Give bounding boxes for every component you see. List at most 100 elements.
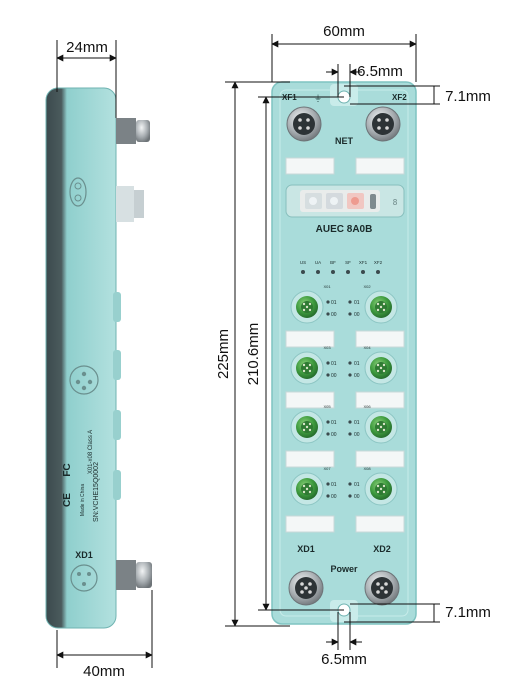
side-port-label: XD1 (75, 550, 93, 560)
io-port-x08: X08 01 00 (348, 466, 398, 506)
dim-top-hole-offset: 6.5mm (357, 63, 403, 80)
side-serial-number: SN:VCHE15Q0002 (93, 462, 100, 522)
channel-led (326, 373, 330, 377)
dim-bottom-edge-offset: 7.1mm (445, 604, 491, 621)
channel-led (326, 482, 330, 486)
rotary-display: 8 (285, 184, 405, 218)
channel-led (348, 420, 352, 424)
channel-pin-b-label: 00 (354, 494, 360, 500)
led-label-xf2: XF2 (374, 260, 383, 265)
label-xd1: XD1 (297, 544, 315, 554)
dim-side-depth-top: 24mm (66, 39, 108, 56)
label-xd2: XD2 (373, 544, 391, 554)
model-label: AUEC 8A0B (316, 224, 373, 235)
led-us (301, 270, 305, 274)
io-port-label: X07 (323, 466, 331, 471)
io-port-label: X08 (363, 466, 371, 471)
channel-led (326, 300, 330, 304)
led-label-bf: BF (330, 260, 336, 265)
io-port-label: X04 (363, 345, 371, 350)
io-port-x06: X06 01 00 (348, 404, 398, 444)
channel-pin-a-label: 01 (354, 482, 360, 488)
led-ua (316, 270, 320, 274)
io-port-label: X01 (323, 284, 331, 289)
io-port-x02: X02 01 00 (348, 284, 398, 324)
status-led-row: US UA BF SF XF1 XF2 (300, 260, 383, 274)
side-fc-mark: FC (62, 463, 73, 476)
label-net: NET (335, 136, 354, 146)
side-made-in: Made in China (80, 484, 86, 516)
label-plates-bottom (285, 515, 405, 533)
channel-led (348, 300, 352, 304)
led-label-xf1: XF1 (359, 260, 368, 265)
channel-led (348, 312, 352, 316)
bottom-mounting-hole (330, 600, 358, 622)
led-sf (346, 270, 350, 274)
side-bottom-connector (116, 560, 152, 590)
led-bf (331, 270, 335, 274)
channel-led (326, 494, 330, 498)
net-connector-xf1 (286, 106, 322, 142)
label-plates-top (285, 157, 405, 175)
channel-led (348, 432, 352, 436)
channel-pin-b-label: 00 (331, 312, 337, 318)
side-class-text: X01-x08 Class A (88, 430, 94, 474)
channel-led (348, 361, 352, 365)
power-connector-xd1 (288, 570, 324, 606)
channel-pin-a-label: 01 (331, 300, 337, 306)
io-port-x01: X01 01 00 (290, 284, 337, 324)
led-label-sf: SF (345, 260, 351, 265)
side-pinout-bottom (70, 564, 98, 592)
channel-led (326, 312, 330, 316)
channel-pin-a-label: 01 (354, 361, 360, 367)
io-port-label: X05 (323, 404, 331, 409)
channel-pin-a-label: 01 (354, 420, 360, 426)
channel-pin-b-label: 00 (331, 432, 337, 438)
front-dimensions (225, 34, 440, 650)
label-power: Power (330, 564, 358, 574)
channel-pin-b-label: 00 (354, 312, 360, 318)
channel-pin-a-label: 01 (331, 420, 337, 426)
io-port-label: X02 (363, 284, 371, 289)
channel-pin-b-label: 00 (354, 432, 360, 438)
io-port-label: X03 (323, 345, 331, 350)
channel-led (348, 494, 352, 498)
channel-led (326, 420, 330, 424)
channel-led (326, 432, 330, 436)
dim-side-depth-bottom: 40mm (83, 663, 125, 680)
dim-front-width: 60mm (323, 23, 365, 40)
io-port-label: X06 (363, 404, 371, 409)
label-plate (355, 450, 405, 468)
channel-pin-a-label: 01 (331, 361, 337, 367)
led-xf1 (361, 270, 365, 274)
led-label-ua: UA (315, 260, 321, 265)
label-plate (285, 330, 335, 348)
io-port-x03: X03 01 00 (290, 345, 337, 385)
dim-total-height: 225mm (215, 329, 232, 379)
led-label-us: US (300, 260, 306, 265)
led-xf2 (376, 270, 380, 274)
earth-icon: ⏚ (314, 94, 322, 103)
side-top-connector (116, 118, 150, 222)
side-logo (69, 177, 87, 207)
channel-pin-a-label: 01 (354, 300, 360, 306)
dim-bottom-hole-offset: 6.5mm (321, 651, 367, 668)
side-dimensions (56, 40, 153, 668)
label-plate (355, 330, 405, 348)
side-marks: CE FC Made in China SN:VCHE15Q0002 (62, 462, 100, 522)
channel-led (348, 482, 352, 486)
net-connector-xf2 (365, 106, 401, 142)
channel-led (348, 373, 352, 377)
label-plate (355, 391, 405, 409)
side-view: X01-x08 Class A CE FC Made in China SN:V… (45, 87, 152, 629)
io-port-x05: X05 01 00 (290, 404, 337, 444)
channel-led (326, 361, 330, 365)
channel-pin-b-label: 00 (331, 373, 337, 379)
side-ce-mark: CE (62, 493, 73, 507)
power-connector-xd2 (364, 570, 400, 606)
label-xf2: XF2 (392, 93, 407, 102)
label-plate (285, 391, 335, 409)
top-mounting-hole (330, 84, 358, 106)
